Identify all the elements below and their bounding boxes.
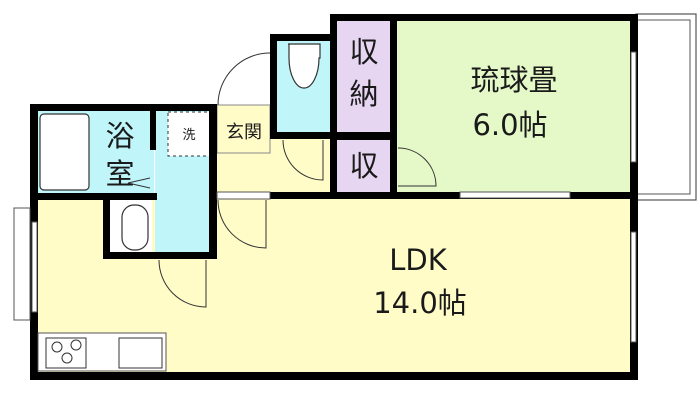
ldk-name: LDK <box>389 243 447 277</box>
ldk-door <box>217 199 267 249</box>
windows <box>13 51 637 343</box>
closet-large-label-1: 収 <box>349 35 378 69</box>
doors <box>127 52 437 308</box>
bathroom-label-2: 室 <box>105 157 134 191</box>
balcony <box>635 13 697 201</box>
wash-door <box>158 259 207 308</box>
closet-large <box>337 20 393 132</box>
bath-door <box>127 177 151 189</box>
bathtub <box>39 113 90 191</box>
toilet-icon <box>288 43 321 89</box>
entrance-label: 玄関 <box>226 122 262 143</box>
closet-small <box>337 140 393 192</box>
bathroom-label-1: 浴 <box>105 119 134 153</box>
closet-large-label-2: 納 <box>349 77 378 111</box>
toilet-door <box>282 139 324 181</box>
room-washitsu <box>396 20 632 193</box>
burner-icon <box>70 339 82 351</box>
sink <box>118 337 163 369</box>
burner-icon <box>61 352 73 364</box>
washitsu-name: 琉球畳 <box>470 63 557 97</box>
entrance-door <box>217 52 271 106</box>
kitchen-counter <box>37 332 167 372</box>
closet-door <box>397 147 437 187</box>
ldk-size: 14.0帖 <box>373 286 467 320</box>
entrance <box>216 104 271 154</box>
washer-label: 洗 <box>182 128 195 143</box>
washer-space <box>167 111 211 157</box>
wash-basin <box>121 204 149 251</box>
closet-small-label: 収 <box>349 149 378 183</box>
washitsu-size: 6.0帖 <box>472 108 547 142</box>
burner-icon <box>51 341 63 353</box>
